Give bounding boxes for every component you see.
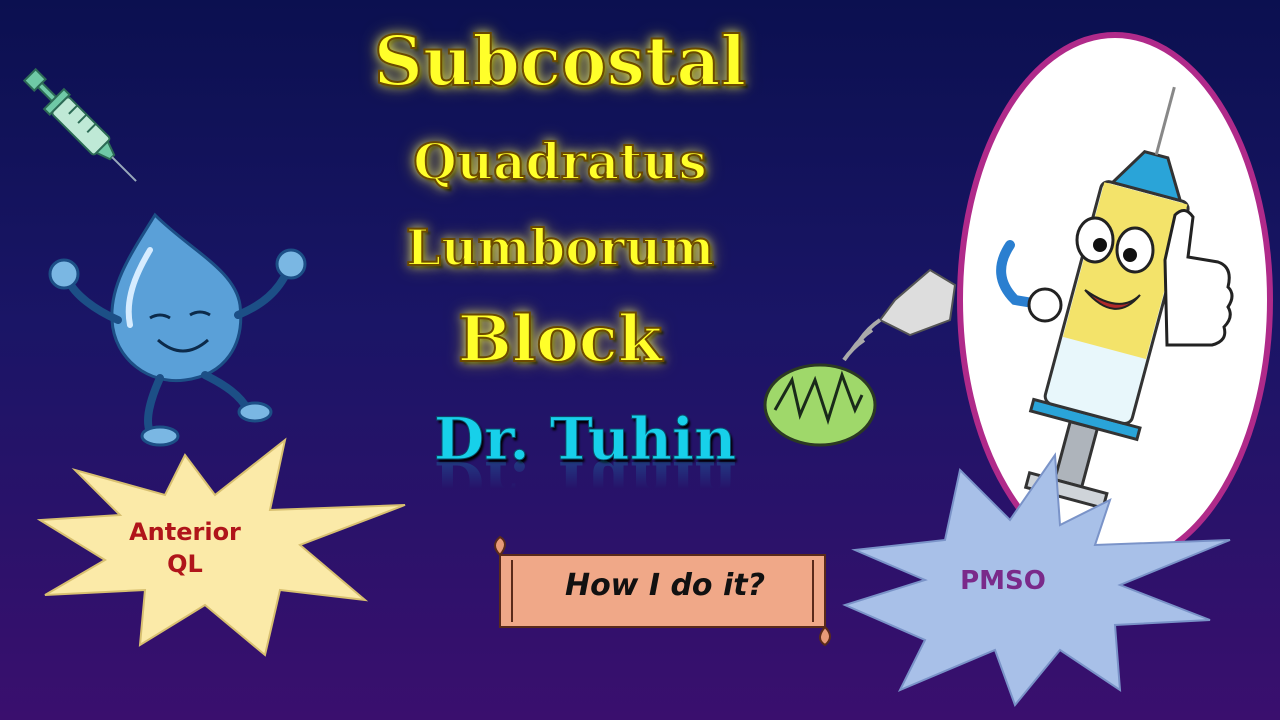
author-reflection: Dr. Tuhin: [433, 448, 737, 516]
scroll-banner: [494, 535, 831, 647]
syringe-character-icon: [957, 32, 1273, 568]
author-name: Dr. Tuhin: [433, 405, 737, 474]
title-line-2: Quadratus: [412, 131, 708, 192]
how-i-do-it-label: How I do it?: [564, 568, 766, 603]
water-drop-character-icon: [48, 212, 307, 447]
ultrasound-probe-icon: [842, 268, 957, 362]
title-line-4: Block: [457, 301, 663, 378]
title-line-3: Lumborum: [405, 217, 715, 278]
pmso-label: PMSO: [960, 566, 1046, 596]
anterior-burst-shape: [36, 437, 406, 657]
pmso-burst-shape: [842, 452, 1231, 707]
title-line-1: Subcostal: [373, 21, 747, 103]
syringe-icon: [22, 67, 137, 182]
logo-icon: [763, 363, 877, 447]
anterior-ql-label: Anterior QL: [129, 518, 241, 578]
